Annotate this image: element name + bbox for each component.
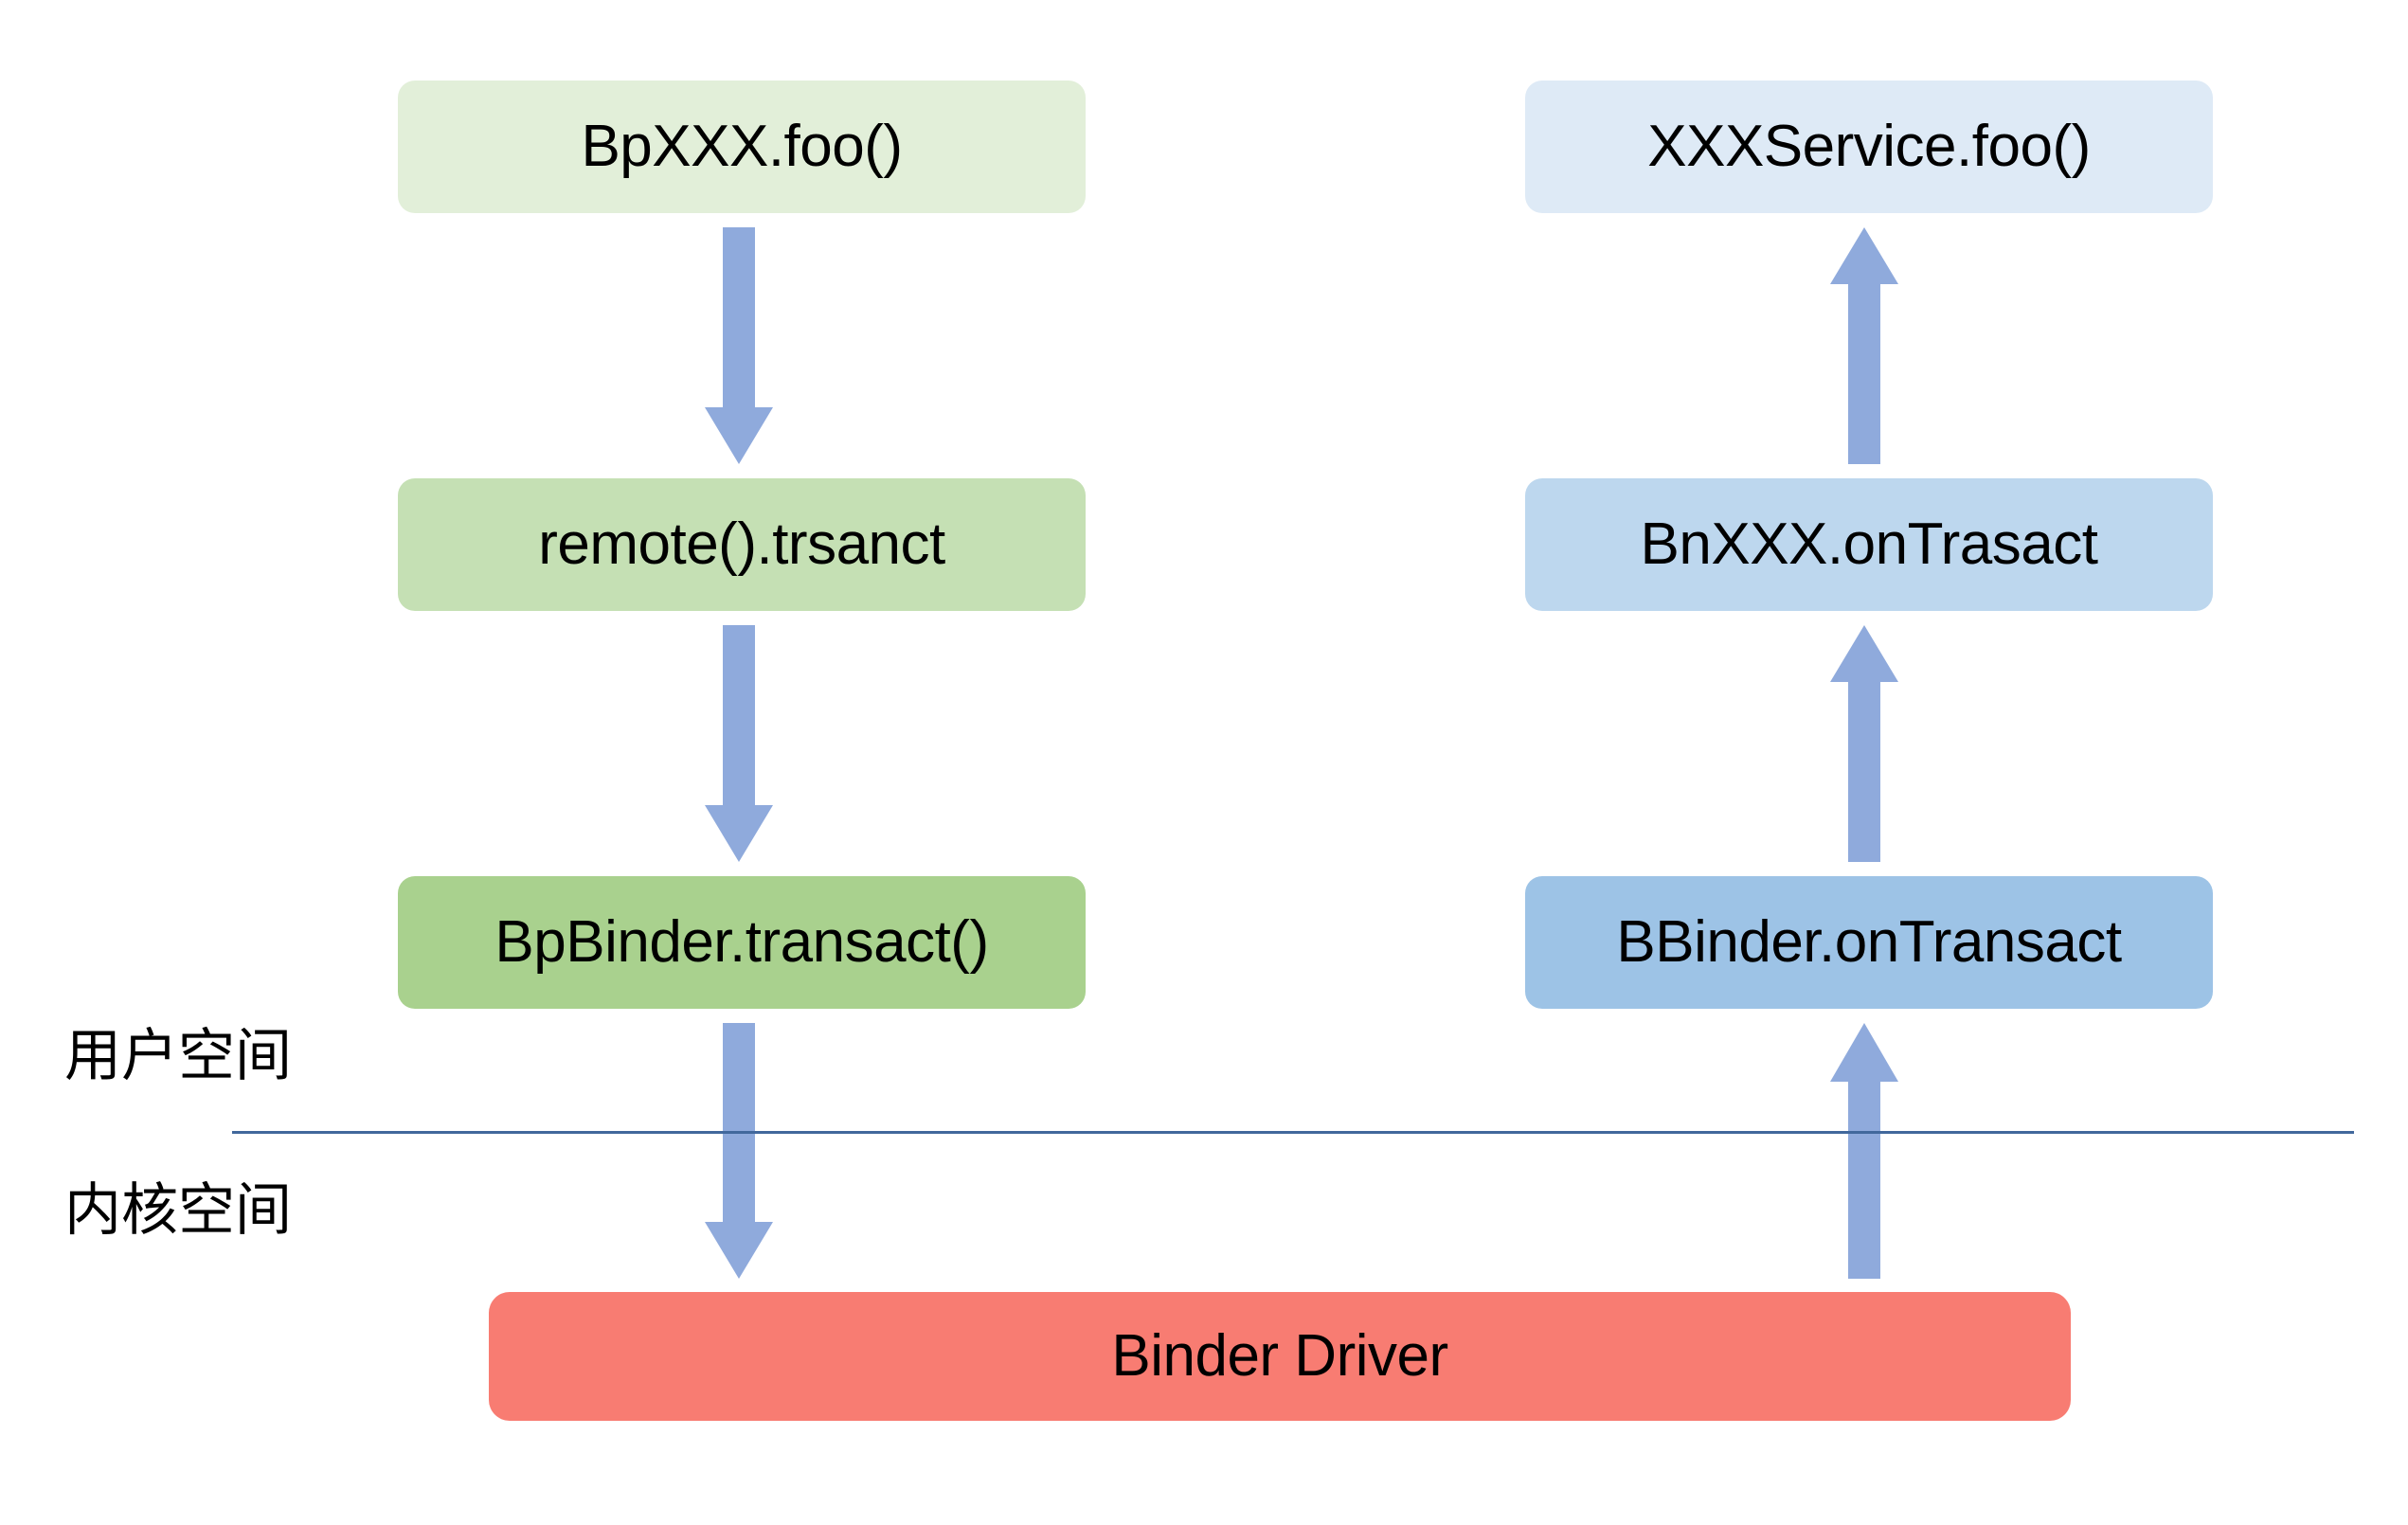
arrow-up-driver-to-bbinder (1830, 1023, 1898, 1279)
label-kernel-space: 内核空间 (64, 1178, 292, 1242)
node-bpbinder-transact: BpBinder.transact() (398, 876, 1086, 1009)
node-label: BBinder.onTransact (1616, 909, 2122, 975)
node-remote-trsanct: remote().trsanct (398, 478, 1086, 611)
arrow-up-bnxxx-to-xxxservice (1830, 227, 1898, 464)
node-bnxxx-ontrasact: BnXXX.onTrasact (1525, 478, 2213, 611)
node-label: BpXXX.foo() (581, 114, 903, 179)
node-xxxservice-foo: XXXService.foo() (1525, 81, 2213, 213)
node-bbinder-ontransact: BBinder.onTransact (1525, 876, 2213, 1009)
arrow-up-bbinder-to-bnxxx (1830, 625, 1898, 862)
node-bpxxx-foo: BpXXX.foo() (398, 81, 1086, 213)
node-label: remote().trsanct (538, 511, 945, 577)
arrow-down-remote-to-bpbinder (705, 625, 773, 862)
arrow-down-bpxxx-to-remote (705, 227, 773, 464)
node-label: Binder Driver (1111, 1323, 1448, 1389)
node-label: BnXXX.onTrasact (1640, 511, 2099, 577)
label-user-space: 用户空间 (64, 1024, 292, 1087)
node-binder-driver: Binder Driver (489, 1292, 2071, 1421)
node-label: BpBinder.transact() (494, 909, 989, 975)
user-kernel-boundary-line (232, 1131, 2354, 1134)
arrow-down-bpbinder-to-driver (705, 1023, 773, 1279)
node-label: XXXService.foo() (1647, 114, 2091, 179)
